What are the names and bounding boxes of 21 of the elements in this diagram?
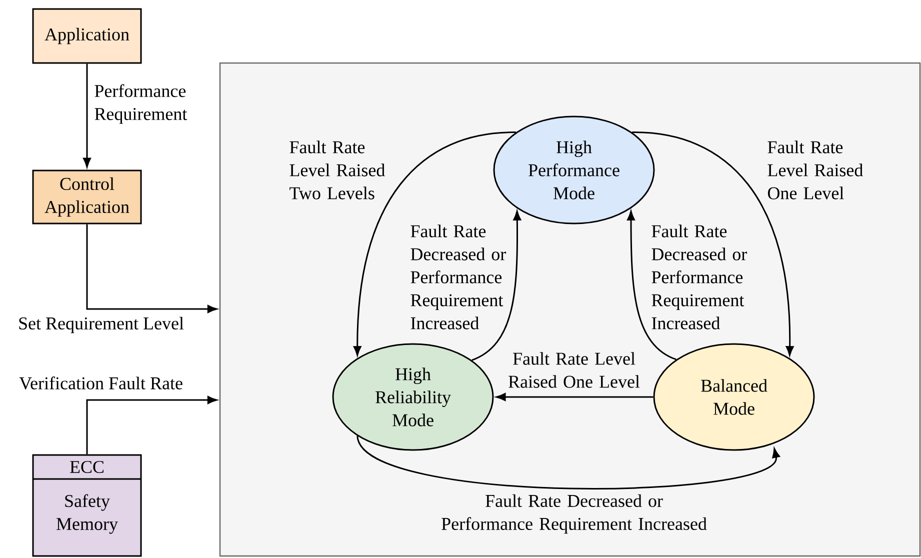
edge-label: Fault Rate Level Raised One Level (768, 140, 863, 200)
edge-label: Fault Rate Decreased or Performance Requirement Increased (442, 494, 707, 534)
arrow (627, 210, 677, 360)
arrow (83, 64, 91, 168)
arrow (356, 436, 780, 490)
arrow (86, 396, 218, 454)
edge-label: Performance Requirement (94, 84, 188, 124)
edge-label: Verification Fault Rate (18, 376, 184, 390)
memory-box: ECC Safety Memory (32, 454, 142, 557)
arrow (632, 132, 794, 356)
arrow (496, 393, 654, 401)
process-box: Control Application (32, 170, 142, 224)
edge-label: Fault Rate Level Raised One Level (506, 351, 642, 389)
arrow (472, 210, 522, 361)
arrow (353, 132, 516, 356)
edge-label: Set Requirement Level (17, 316, 185, 334)
edge-label: Fault Rate Level Raised Two Levels (290, 140, 385, 200)
edge-label: Fault Rate Decreased or Performance Requirement Increased (410, 224, 506, 330)
arrow (86, 224, 218, 313)
edge-label: Fault Rate Decreased or Performance Requirement Increased (652, 224, 747, 330)
process-box: Application (32, 8, 142, 64)
